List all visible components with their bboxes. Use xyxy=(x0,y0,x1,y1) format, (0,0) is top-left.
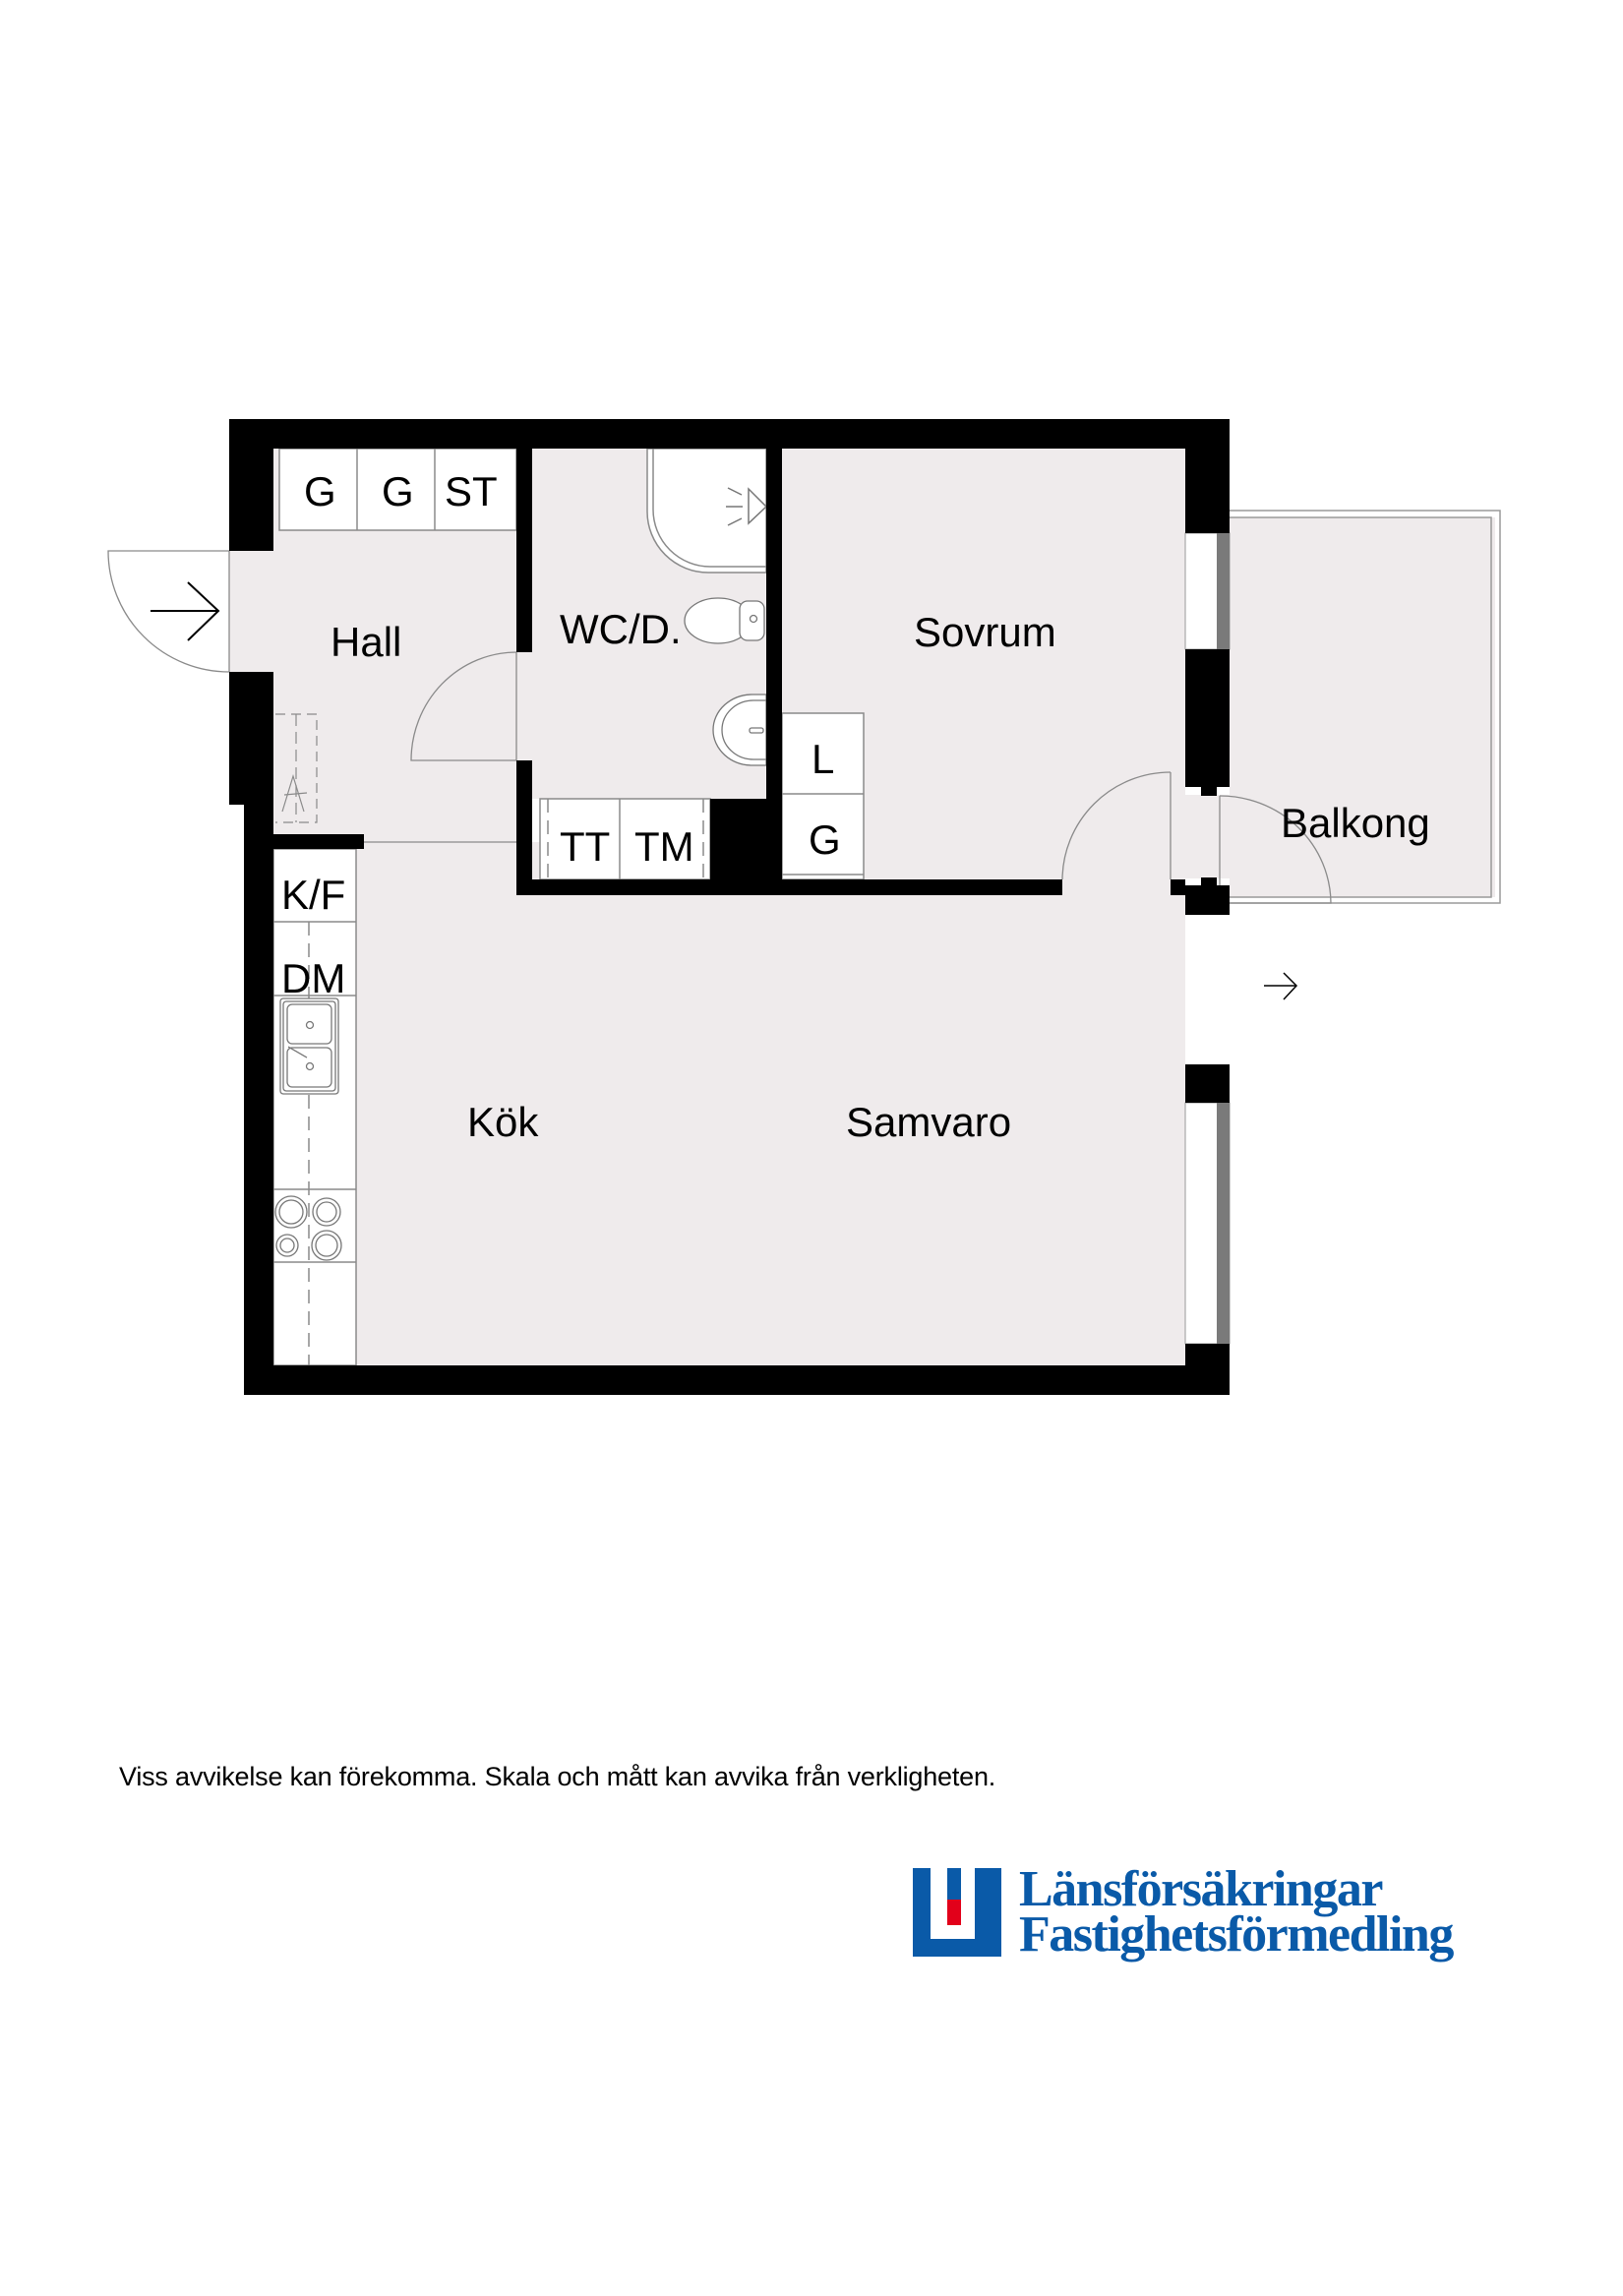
stove-icon xyxy=(274,1195,342,1261)
floor-hall-entry xyxy=(229,551,273,672)
kitchen-counter xyxy=(272,848,357,1366)
label-sovrum-l: L xyxy=(812,736,834,782)
label-sovrum-g: G xyxy=(809,816,841,863)
label-hall-g1: G xyxy=(304,468,336,514)
floor-balkong xyxy=(1230,517,1495,897)
logo-wordmark: Länsförsäkringar Fastighetsförmedling xyxy=(1019,1861,1454,1963)
balcony-outline xyxy=(1230,510,1501,904)
entry-door-swing xyxy=(107,550,230,673)
label-hall-st: ST xyxy=(445,468,498,514)
label-hall: Hall xyxy=(331,619,401,665)
label-tm: TM xyxy=(634,823,694,870)
label-dm: DM xyxy=(281,955,345,1001)
label-wc: WC/D. xyxy=(560,606,682,652)
logo-mark-icon xyxy=(913,1868,1001,1957)
balcony-door-swing xyxy=(1219,795,1332,904)
sink-icon xyxy=(279,997,339,1095)
wc-door-swing xyxy=(410,651,517,761)
label-samvaro: Samvaro xyxy=(846,1099,1011,1145)
label-balkong: Balkong xyxy=(1281,800,1430,846)
floor-balcony-door xyxy=(1185,795,1230,878)
sovrum-door-swing xyxy=(1061,771,1172,880)
room-labels: Hall WC/D. Sovrum Balkong Kök Samvaro xyxy=(331,606,1430,1145)
walls-extra xyxy=(1185,1068,1230,1103)
balcony-door-arrow-icon xyxy=(1264,972,1298,1000)
label-kf: K/F xyxy=(281,872,345,918)
floor-plan: Hall WC/D. Sovrum Balkong Kök Samvaro G … xyxy=(107,419,1501,1395)
washbasin-icon xyxy=(712,694,767,766)
fixture-labels: G G ST TT TM L G K/F DM xyxy=(281,468,841,1001)
entry-arrow-icon xyxy=(150,581,220,641)
door-swings xyxy=(107,550,1332,904)
counter-dashes xyxy=(308,799,704,1365)
label-kok: Kök xyxy=(467,1099,539,1145)
disclaimer-text: Viss avvikelse kan förekomma. Skala och … xyxy=(119,1762,996,1791)
logo-line-2: Fastighetsförmedling xyxy=(1019,1906,1454,1963)
shower-icon xyxy=(646,448,768,574)
label-sovrum: Sovrum xyxy=(914,609,1056,655)
company-logo: Länsförsäkringar Fastighetsförmedling xyxy=(913,1861,1454,1963)
floors xyxy=(229,449,1495,1365)
toilet-icon xyxy=(684,597,765,644)
windows xyxy=(1184,532,1231,1345)
label-tt: TT xyxy=(560,823,610,870)
floor-wc-door xyxy=(516,651,532,760)
cabinets xyxy=(272,448,865,1366)
floor-main xyxy=(273,842,1185,1365)
logo-line-1: Länsförsäkringar xyxy=(1019,1861,1383,1917)
radiator-icon xyxy=(275,713,318,823)
label-hall-g2: G xyxy=(382,468,414,514)
